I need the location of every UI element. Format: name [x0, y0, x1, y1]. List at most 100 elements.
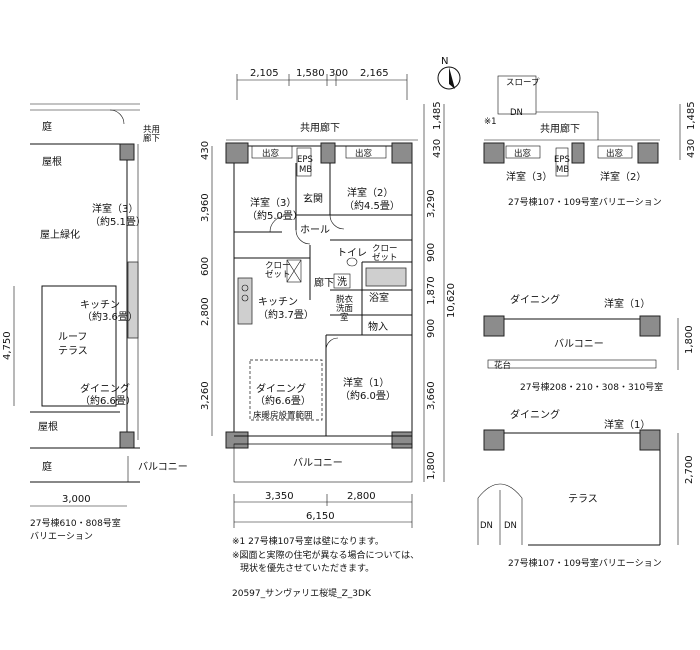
top-dim-4: 2,165 — [360, 68, 389, 79]
top-dim-2: 1,580 — [296, 68, 325, 79]
right-dim-900a: 900 — [426, 243, 437, 262]
left-roof1: 屋根 — [42, 155, 62, 168]
bay-window-right: 出窓 — [355, 148, 373, 159]
br-dining: ダイニング — [510, 408, 560, 421]
mid-right-variant-plan: ダイニング 洋室（1） バルコニー 花台 1,800 27号棟208・210・3… — [483, 293, 695, 393]
tr-slope: スロープ — [506, 78, 540, 88]
tr-window-left: 出窓 — [514, 148, 532, 159]
top-dim-1: 2,105 — [250, 68, 279, 79]
caption-note2: ※図面と実際の住宅が異なる場合については、 — [232, 549, 419, 561]
left-dim-3000: 3,000 — [62, 494, 91, 505]
floorheat-label: 床暖房設置範囲 — [253, 410, 313, 421]
left-dim-4750: 4,750 — [2, 331, 13, 360]
washroom-label-1: 脱衣 — [336, 294, 354, 305]
left-dim-4: 2,800 — [200, 297, 211, 326]
br-room1: 洋室（1） — [604, 418, 650, 431]
left-dim-2: 3,960 — [200, 193, 211, 222]
left-caption2: バリエーション — [30, 531, 93, 542]
closet-label-2: ゼット — [372, 252, 398, 263]
tr-corridor: 共用廊下 — [540, 122, 580, 135]
br-dn2: DN — [504, 521, 517, 531]
tr-dn: DN — [510, 108, 523, 118]
north-arrow-icon: N — [437, 56, 461, 90]
tr-caption: 27号棟107・109号室バリエーション — [508, 196, 662, 208]
left-dining-name: ダイニング — [80, 382, 130, 395]
dining-name: ダイニング — [256, 382, 306, 395]
mr-planter: 花台 — [494, 360, 511, 371]
right-dim-10620: 10,620 — [446, 283, 457, 318]
bottom-dim-6150: 6,150 — [306, 511, 335, 522]
room2-size: （約4.5畳） — [344, 199, 400, 212]
entrance-label: 玄関 — [303, 192, 323, 205]
closet-label-1: クロー — [372, 244, 398, 254]
washroom-label-2: 洗面 — [336, 303, 354, 314]
tr-window-right: 出窓 — [606, 148, 624, 159]
right-dim-3290: 3,290 — [426, 189, 437, 218]
tr-dim-430: 430 — [686, 139, 697, 158]
bay-window-left: 出窓 — [262, 148, 280, 159]
caption-note1: ※1 27号棟107号室は壁になります。 — [232, 535, 384, 547]
kitchen-size: （約3.7畳） — [258, 308, 314, 321]
tr-mb: MB — [556, 165, 569, 175]
tr-room3: 洋室（3） — [506, 170, 552, 183]
right-dim-430: 430 — [432, 139, 443, 158]
left-roof-terrace-2: テラス — [58, 345, 88, 357]
left-dim-1: 430 — [200, 141, 211, 160]
right-dim-1870: 1,870 — [426, 276, 437, 305]
room2-name: 洋室（2） — [347, 186, 393, 199]
room1-name: 洋室（1） — [343, 376, 389, 389]
caption-note3: 現状を優先させていただきます。 — [240, 562, 374, 574]
bottom-right-variant-plan: ダイニング 洋室（1） テラス DN DN 2,700 27号棟107・109号… — [477, 408, 695, 569]
left-variant-plan: 庭 共用 廊下 屋根 屋上緑化 洋室（3） （約5.1畳） キッチン （約3.6… — [2, 103, 188, 542]
left-garden-top: 庭 — [42, 120, 52, 133]
mr-dining: ダイニング — [510, 293, 560, 306]
room3-size: （約5.0畳） — [247, 209, 303, 222]
right-dim-1485: 1,485 — [432, 101, 443, 130]
mr-dim-1800: 1,800 — [684, 325, 695, 354]
left-caption1: 27号棟610・808号室 — [30, 517, 121, 529]
right-dim-900b: 900 — [426, 319, 437, 338]
left-room3-name: 洋室（3） — [92, 202, 138, 215]
bath-label: 浴室 — [369, 291, 389, 304]
left-kitchen-name: キッチン — [80, 299, 120, 311]
tr-eps: EPS — [554, 155, 570, 165]
tr-dim-1485: 1,485 — [686, 101, 697, 130]
left-corridor-1: 共用 — [143, 125, 160, 135]
left-dim-3: 600 — [200, 257, 211, 276]
eps-mb-label-1: EPS — [297, 155, 313, 165]
mr-room1: 洋室（1） — [604, 297, 650, 310]
left-roof-terrace-1: ルーフ — [58, 332, 87, 343]
left-dining-size: （約6.6畳） — [80, 394, 136, 407]
left-roof2: 屋根 — [38, 420, 58, 433]
bottom-dim-2800: 2,800 — [347, 491, 376, 502]
br-caption: 27号棟107・109号室バリエーション — [508, 557, 662, 569]
right-dim-3660: 3,660 — [426, 381, 437, 410]
right-dim-1800: 1,800 — [426, 451, 437, 480]
room3-name: 洋室（3） — [250, 196, 296, 209]
left-roof-green: 屋上緑化 — [40, 228, 80, 241]
hallway-label: 廊下 — [314, 276, 334, 289]
left-balcony: バルコニー — [138, 461, 188, 473]
washroom-label-3: 室 — [340, 312, 349, 323]
bottom-dim-3350: 3,350 — [265, 491, 294, 502]
left-dim-5: 3,260 — [200, 381, 211, 410]
mr-balcony: バルコニー — [554, 338, 604, 350]
left-corridor-2: 廊下 — [143, 133, 161, 144]
br-dn1: DN — [480, 521, 493, 531]
hall-label: ホール — [300, 224, 330, 236]
main-floor-plan: 2,105 1,580 300 2,165 共用廊下 出窓 出窓 EPS MB — [200, 68, 457, 599]
left-kitchen-size: （約3.6畳） — [82, 310, 138, 323]
file-label: 20597_サンヴァリエ桜堤_Z_3DK — [232, 587, 372, 599]
corridor-label: 共用廊下 — [300, 121, 340, 134]
br-dim-2700: 2,700 — [684, 455, 695, 484]
tr-room2: 洋室（2） — [600, 170, 646, 183]
br-terrace: テラス — [568, 493, 598, 505]
left-garden-bottom: 庭 — [42, 460, 52, 473]
left-room3-size: （約5.1畳） — [90, 215, 146, 228]
top-dim-3: 300 — [329, 68, 348, 79]
toilet-label: トイレ — [337, 248, 367, 259]
kitchen-name: キッチン — [258, 296, 298, 308]
balcony-label: バルコニー — [293, 457, 343, 469]
storage-label: 物入 — [368, 320, 388, 333]
